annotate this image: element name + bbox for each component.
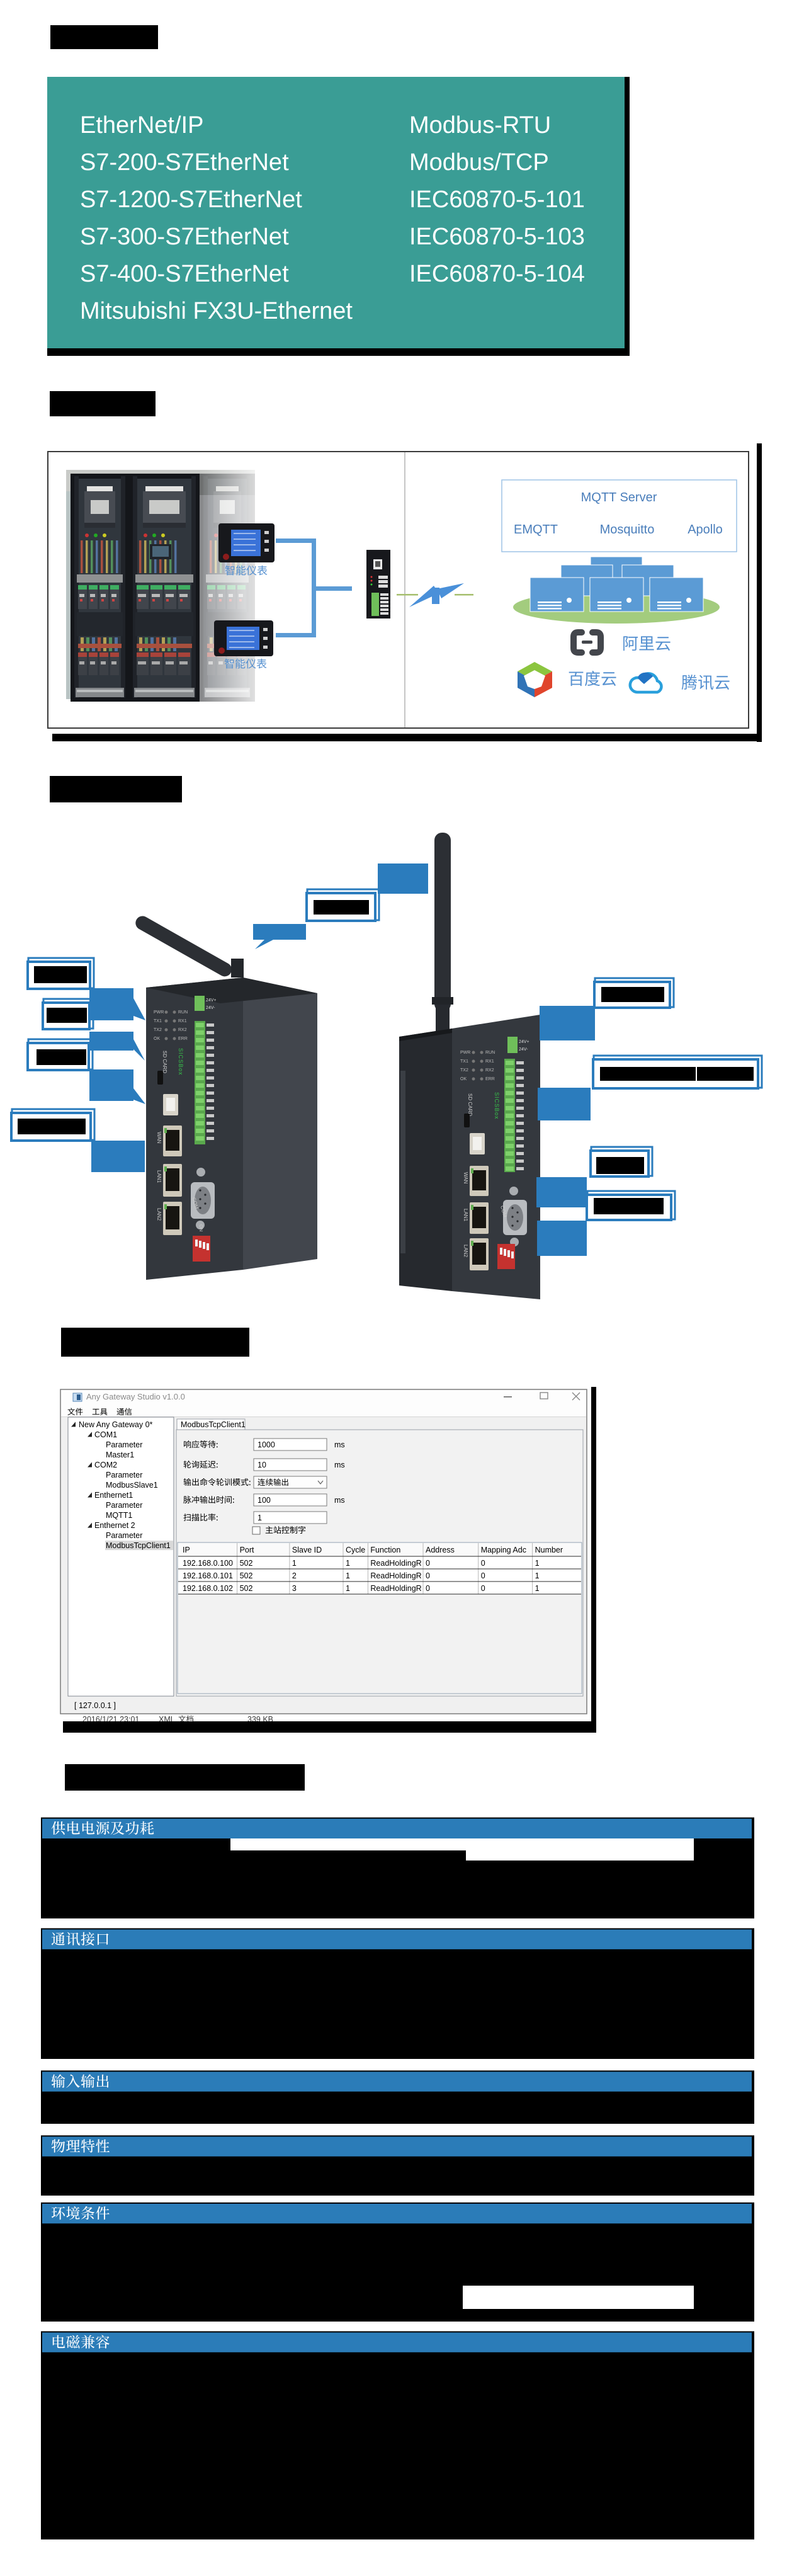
svg-text:ms: ms <box>334 1440 345 1449</box>
svg-text:ModbusTcpClient1: ModbusTcpClient1 <box>106 1541 171 1550</box>
svg-text:1: 1 <box>535 1584 540 1593</box>
svg-text:LAN2: LAN2 <box>156 1208 162 1221</box>
svg-text:192.168.0.101: 192.168.0.101 <box>183 1571 233 1580</box>
svg-text:[ 127.0.0.1 ]: [ 127.0.0.1 ] <box>74 1701 116 1710</box>
svg-text:Apollo: Apollo <box>688 523 723 537</box>
svg-text:Enthernet1: Enthernet1 <box>94 1491 133 1500</box>
svg-text:Port: Port <box>240 1546 254 1554</box>
svg-text:ERR: ERR <box>485 1077 495 1081</box>
svg-text:Enthernet 2: Enthernet 2 <box>94 1521 135 1530</box>
svg-text:LAN1: LAN1 <box>156 1170 162 1183</box>
svg-text:Mosquitto: Mosquitto <box>600 523 655 537</box>
svg-text:RUN: RUN <box>485 1051 495 1055</box>
svg-text:ReadHoldingR: ReadHoldingR <box>370 1571 421 1580</box>
svg-text:EMQTT: EMQTT <box>514 523 558 537</box>
svg-text:RX2: RX2 <box>485 1068 494 1073</box>
svg-text:100: 100 <box>258 1496 271 1505</box>
svg-text:RX2: RX2 <box>178 1028 187 1032</box>
svg-text:Parameter: Parameter <box>106 1501 142 1510</box>
svg-text:Parameter: Parameter <box>106 1471 142 1479</box>
svg-text:1: 1 <box>346 1584 350 1593</box>
svg-text:ReadHoldingR: ReadHoldingR <box>370 1584 421 1593</box>
svg-text:TX1: TX1 <box>460 1059 468 1064</box>
svg-text:OK: OK <box>154 1037 160 1041</box>
svg-text:0: 0 <box>481 1584 485 1593</box>
svg-text:24V-: 24V- <box>206 1006 215 1010</box>
svg-text:LAN1: LAN1 <box>463 1209 468 1222</box>
svg-text:WAN: WAN <box>156 1132 162 1144</box>
svg-text:0: 0 <box>426 1584 430 1593</box>
svg-text:PWR: PWR <box>460 1051 470 1055</box>
svg-text:Any Gateway Studio v1.0.0: Any Gateway Studio v1.0.0 <box>86 1392 185 1401</box>
svg-text:ON: ON <box>198 1224 204 1231</box>
svg-text:WAN: WAN <box>463 1172 468 1184</box>
svg-text:Parameter: Parameter <box>106 1440 142 1449</box>
svg-text:SD CARD: SD CARD <box>467 1093 473 1116</box>
svg-text:SD CARD: SD CARD <box>162 1051 167 1073</box>
svg-text:RX1: RX1 <box>485 1059 494 1064</box>
svg-text:1: 1 <box>535 1571 540 1580</box>
svg-text:24V+: 24V+ <box>206 998 217 1003</box>
svg-text:ms: ms <box>334 1461 345 1469</box>
svg-text:1: 1 <box>258 1513 262 1522</box>
svg-text:Master1: Master1 <box>106 1450 134 1459</box>
svg-text:PWR: PWR <box>154 1010 164 1015</box>
svg-text:Slave ID: Slave ID <box>292 1546 322 1554</box>
svg-text:1: 1 <box>346 1559 350 1568</box>
svg-text:MQTT1: MQTT1 <box>106 1511 132 1520</box>
svg-text:24V+: 24V+ <box>519 1040 529 1044</box>
svg-text:0: 0 <box>426 1559 430 1568</box>
svg-text:TX2: TX2 <box>154 1028 162 1032</box>
svg-text:ms: ms <box>334 1496 345 1505</box>
svg-text:24V-: 24V- <box>519 1047 528 1052</box>
svg-text:SICSBox: SICSBox <box>494 1092 500 1120</box>
svg-text:ReadHoldingR: ReadHoldingR <box>370 1559 421 1568</box>
svg-text:ERR: ERR <box>178 1037 188 1041</box>
svg-text:1: 1 <box>292 1559 297 1568</box>
svg-text:TX1: TX1 <box>154 1019 162 1023</box>
svg-text:COM2: COM2 <box>94 1461 117 1469</box>
svg-text:SICSBox: SICSBox <box>178 1048 184 1076</box>
svg-text:192.168.0.100: 192.168.0.100 <box>183 1559 233 1568</box>
svg-text:IP: IP <box>183 1546 190 1554</box>
svg-text:ModbusTcpClient1: ModbusTcpClient1 <box>181 1420 246 1429</box>
svg-text:0: 0 <box>481 1559 485 1568</box>
svg-text:502: 502 <box>240 1584 253 1593</box>
svg-text:10: 10 <box>258 1461 266 1469</box>
svg-text:1000: 1000 <box>258 1440 275 1449</box>
svg-text:1: 1 <box>535 1559 540 1568</box>
svg-text:Function: Function <box>370 1546 400 1554</box>
svg-text:Cycle: Cycle <box>346 1546 365 1554</box>
svg-text:Mapping Adc: Mapping Adc <box>481 1546 526 1554</box>
svg-text:TX2: TX2 <box>460 1068 468 1073</box>
svg-text:502: 502 <box>240 1559 253 1568</box>
svg-text:LAN2: LAN2 <box>463 1245 468 1258</box>
svg-text:3: 3 <box>292 1584 297 1593</box>
svg-text:RX1: RX1 <box>178 1019 187 1023</box>
svg-text:1: 1 <box>346 1571 350 1580</box>
svg-text:192.168.0.102: 192.168.0.102 <box>183 1584 233 1593</box>
svg-text:COM1: COM1 <box>94 1430 117 1439</box>
svg-text:ModbusSlave1: ModbusSlave1 <box>106 1481 158 1490</box>
svg-text:2: 2 <box>292 1571 297 1580</box>
svg-text:OK: OK <box>460 1077 467 1081</box>
svg-text:RUN: RUN <box>178 1010 188 1015</box>
svg-text:MQTT Server: MQTT Server <box>581 491 657 504</box>
svg-text:Address: Address <box>426 1546 455 1554</box>
svg-text:0: 0 <box>426 1571 430 1580</box>
svg-text:Number: Number <box>535 1546 563 1554</box>
svg-text:Parameter: Parameter <box>106 1531 142 1540</box>
svg-text:New Any Gateway 0*: New Any Gateway 0* <box>79 1420 153 1429</box>
svg-text:502: 502 <box>240 1571 253 1580</box>
svg-text:0: 0 <box>481 1571 485 1580</box>
